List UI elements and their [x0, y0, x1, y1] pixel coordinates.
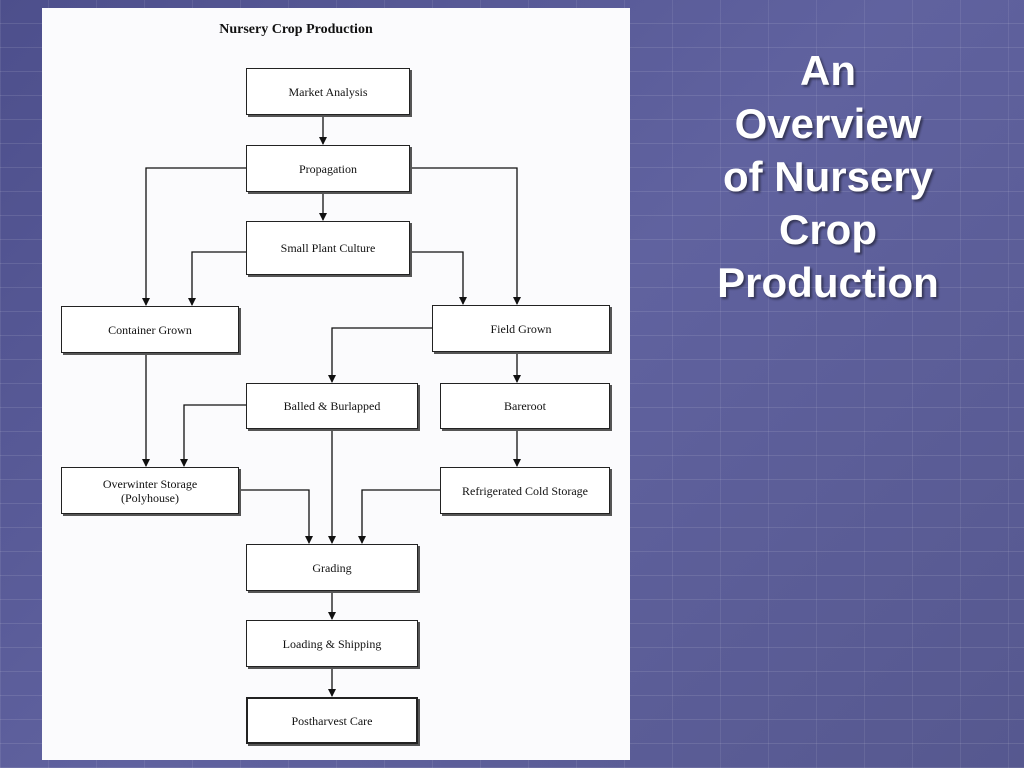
node-balled-burlapped: Balled & Burlapped: [246, 383, 418, 429]
diagram-panel: Nursery Crop Production: [42, 8, 630, 760]
slide-title-line: of Nursery: [722, 153, 934, 200]
node-propagation: Propagation: [246, 145, 410, 192]
flow-connectors: [142, 115, 521, 697]
edge-overwinter-grading: [239, 489, 313, 544]
node-small-plant-culture: Small Plant Culture: [246, 221, 410, 275]
slide-title-line: Production: [717, 259, 939, 306]
edge-propagation-field: [410, 167, 521, 305]
node-container-grown: Container Grown: [61, 306, 239, 353]
node-grading: Grading: [246, 544, 418, 591]
edge-refrigerated-grading: [358, 489, 440, 544]
edge-smallplant-container: [188, 251, 246, 306]
node-market-analysis: Market Analysis: [246, 68, 410, 115]
edge-field-balled: [328, 327, 432, 383]
node-postharvest-care: Postharvest Care: [246, 697, 418, 744]
node-overwinter-storage: Overwinter Storage (Polyhouse): [61, 467, 239, 514]
edge-smallplant-field: [410, 251, 467, 305]
slide-title: An Overview of Nursery Crop Production: [690, 44, 966, 309]
slide-title-line: An: [800, 47, 856, 94]
node-loading-shipping: Loading & Shipping: [246, 620, 418, 667]
node-bareroot: Bareroot: [440, 383, 610, 429]
edge-balled-overwinter: [180, 404, 246, 467]
slide-title-line: Crop: [779, 206, 877, 253]
diagram-title: Nursery Crop Production: [219, 22, 373, 37]
node-field-grown: Field Grown: [432, 305, 610, 352]
slide-title-line: Overview: [734, 100, 922, 147]
edge-propagation-container: [142, 167, 246, 306]
node-refrigerated-cold-storage: Refrigerated Cold Storage: [440, 467, 610, 514]
